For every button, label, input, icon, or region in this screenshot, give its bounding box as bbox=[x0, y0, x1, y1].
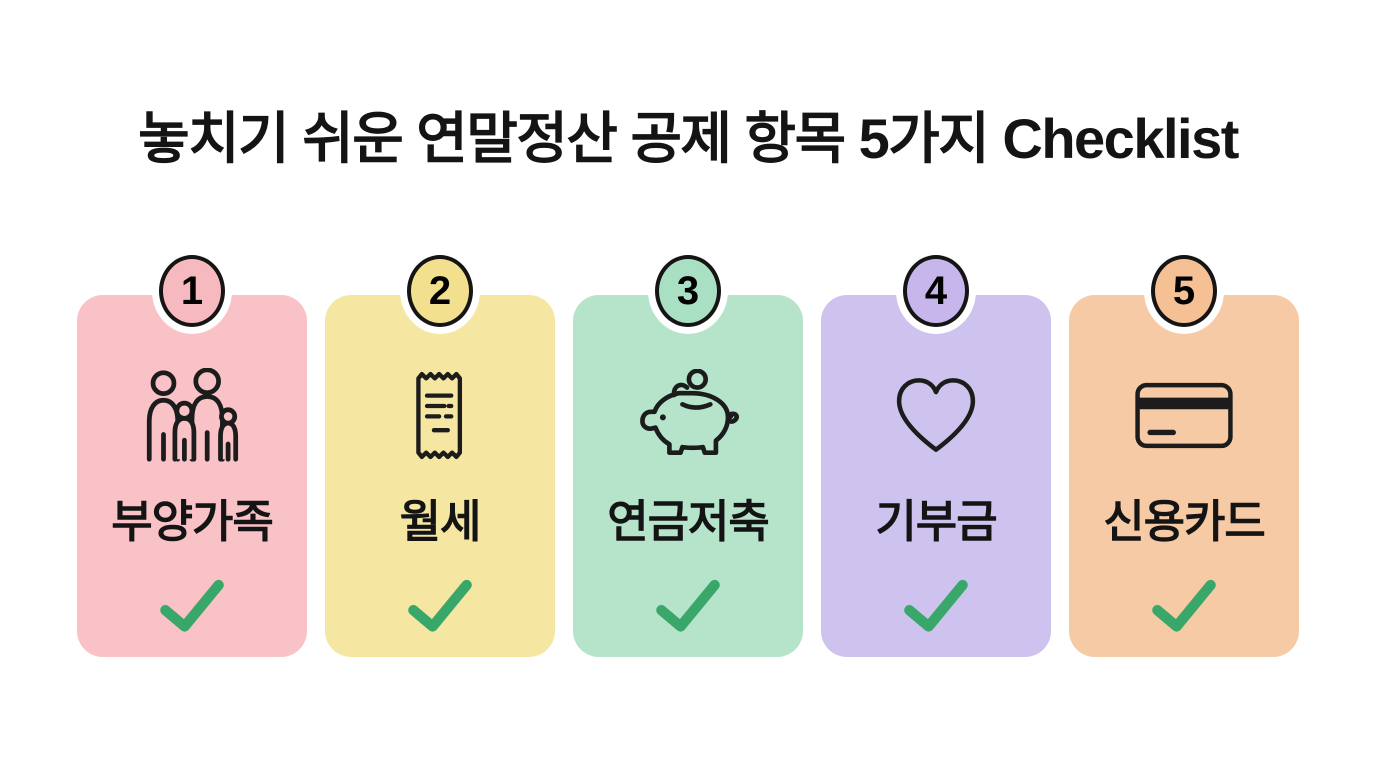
step-number: 1 bbox=[180, 269, 204, 313]
checklist-card-pension: 3 연금저축 bbox=[573, 255, 803, 657]
checklist-card-donation: 4 기부금 bbox=[821, 255, 1051, 657]
card-label: 부양가족 bbox=[111, 496, 274, 547]
heart-icon bbox=[891, 367, 981, 463]
checklist-cards-row: 1 부양가족 bbox=[0, 255, 1376, 657]
check-icon bbox=[899, 576, 973, 639]
card-label: 신용카드 bbox=[1103, 496, 1266, 547]
check-icon bbox=[651, 576, 725, 639]
check-icon bbox=[1147, 576, 1221, 639]
check-icon bbox=[155, 576, 229, 639]
step-badge: 5 bbox=[1151, 255, 1217, 327]
page-title: 놓치기 쉬운 연말정산 공제 항목 5가지 Checklist bbox=[138, 107, 1239, 170]
step-badge: 3 bbox=[655, 255, 721, 327]
card-label: 월세 bbox=[399, 496, 482, 547]
credit-card-icon bbox=[1132, 367, 1236, 463]
receipt-icon bbox=[401, 367, 479, 463]
checklist-card-credit-card: 5 신용카드 bbox=[1069, 255, 1299, 657]
checklist-card-rent: 2 월세 bbox=[325, 255, 555, 657]
family-icon bbox=[135, 367, 249, 463]
card-label: 연금저축 bbox=[607, 496, 770, 547]
piggy-bank-icon bbox=[632, 367, 744, 463]
step-number: 4 bbox=[924, 269, 948, 313]
checklist-card-dependents: 1 부양가족 bbox=[77, 255, 307, 657]
step-number: 3 bbox=[676, 269, 700, 313]
step-badge: 4 bbox=[903, 255, 969, 327]
step-number: 2 bbox=[428, 269, 452, 313]
step-number: 5 bbox=[1172, 269, 1196, 313]
card-label: 기부금 bbox=[875, 496, 997, 547]
step-badge: 2 bbox=[407, 255, 473, 327]
step-badge: 1 bbox=[159, 255, 225, 327]
check-icon bbox=[403, 576, 477, 639]
